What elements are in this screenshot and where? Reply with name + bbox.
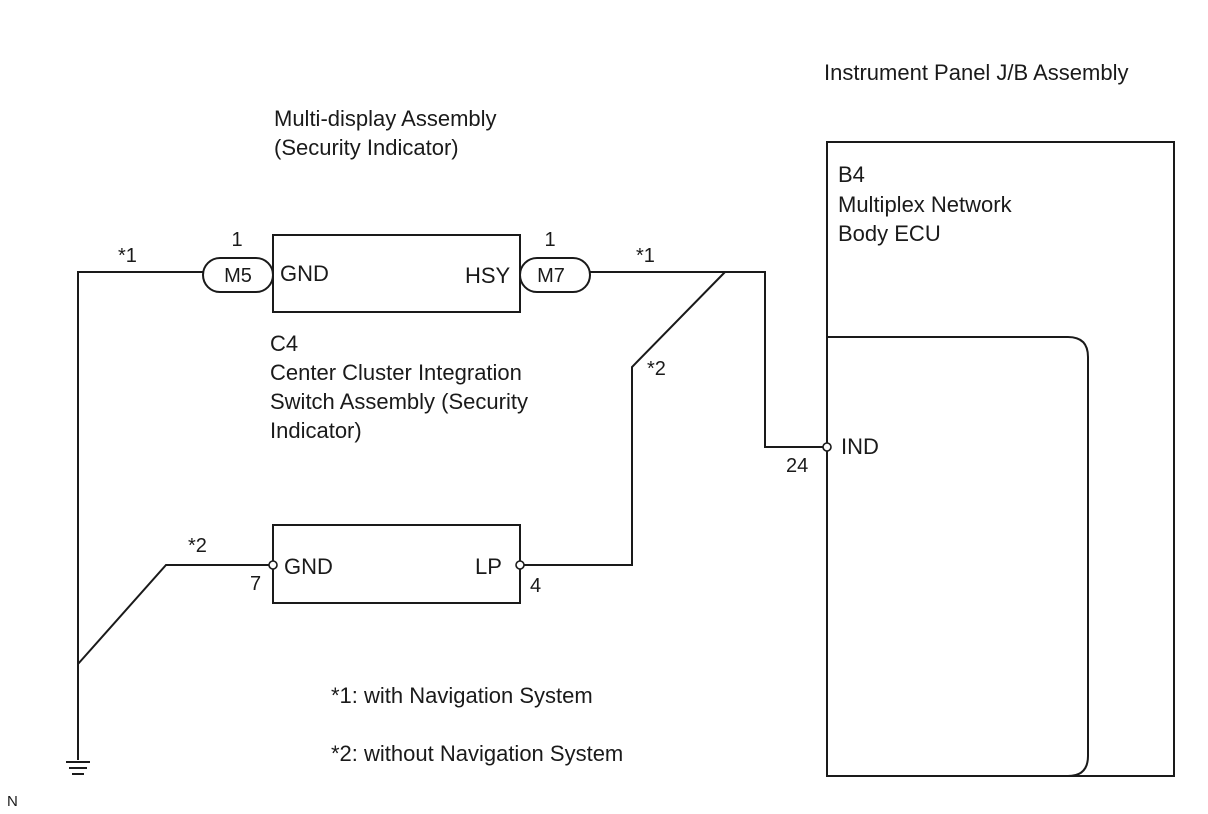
ind-pin-number: 24 (786, 455, 808, 477)
corner-mark: N (7, 793, 18, 810)
ind-pin-terminal (822, 442, 832, 452)
signal-wire-no-nav (524, 271, 726, 566)
lp-pin-terminal (515, 560, 525, 570)
multi-display-title-line2: (Security Indicator) (274, 135, 459, 160)
center-cluster-code: C4 (270, 331, 298, 356)
connector-m7-pin: 1 (544, 229, 555, 251)
connector-m5-label: M5 (224, 265, 252, 287)
center-cluster-lp-pin: 4 (530, 575, 541, 597)
jb-assembly-title: Instrument Panel J/B Assembly (824, 60, 1128, 85)
ground-wire-nav (77, 271, 203, 760)
gnd-pin-terminal (268, 560, 278, 570)
ground-icon (66, 761, 90, 775)
ind-terminal-label: IND (841, 434, 879, 459)
note-with-navigation: *1: with Navigation System (331, 683, 593, 708)
center-cluster-title-line3: Indicator) (270, 418, 362, 443)
center-cluster-gnd-label: GND (284, 554, 333, 579)
connector-m7-label: M7 (537, 265, 565, 287)
multi-display-gnd-label: GND (280, 261, 329, 286)
multi-display-box (272, 234, 521, 313)
branch-mark-no-nav-right: *2 (647, 358, 666, 380)
connector-m5-pin: 1 (231, 229, 242, 251)
ecu-name-line1: Multiplex Network (838, 192, 1013, 217)
ground-wire-no-nav (77, 564, 269, 665)
branch-mark-no-nav-left: *2 (188, 535, 207, 557)
multi-display-hsy-label: HSY (465, 263, 511, 288)
center-cluster-lp-label: LP (475, 554, 502, 579)
branch-mark-nav-right: *1 (636, 245, 655, 267)
ecu-name-line2: Body ECU (838, 221, 941, 246)
multi-display-title-line1: Multi-display Assembly (274, 106, 497, 131)
branch-mark-nav-left: *1 (118, 245, 137, 267)
ecu-code: B4 (838, 162, 865, 187)
center-cluster-title-line1: Center Cluster Integration (270, 360, 522, 385)
signal-wire-nav (590, 271, 823, 448)
body-ecu-outline (826, 336, 1089, 777)
connector-m5 (202, 257, 274, 293)
note-without-navigation: *2: without Navigation System (331, 741, 623, 766)
connector-m7 (519, 257, 591, 293)
center-cluster-gnd-pin: 7 (250, 573, 261, 595)
center-cluster-title-line2: Switch Assembly (Security (270, 389, 528, 414)
